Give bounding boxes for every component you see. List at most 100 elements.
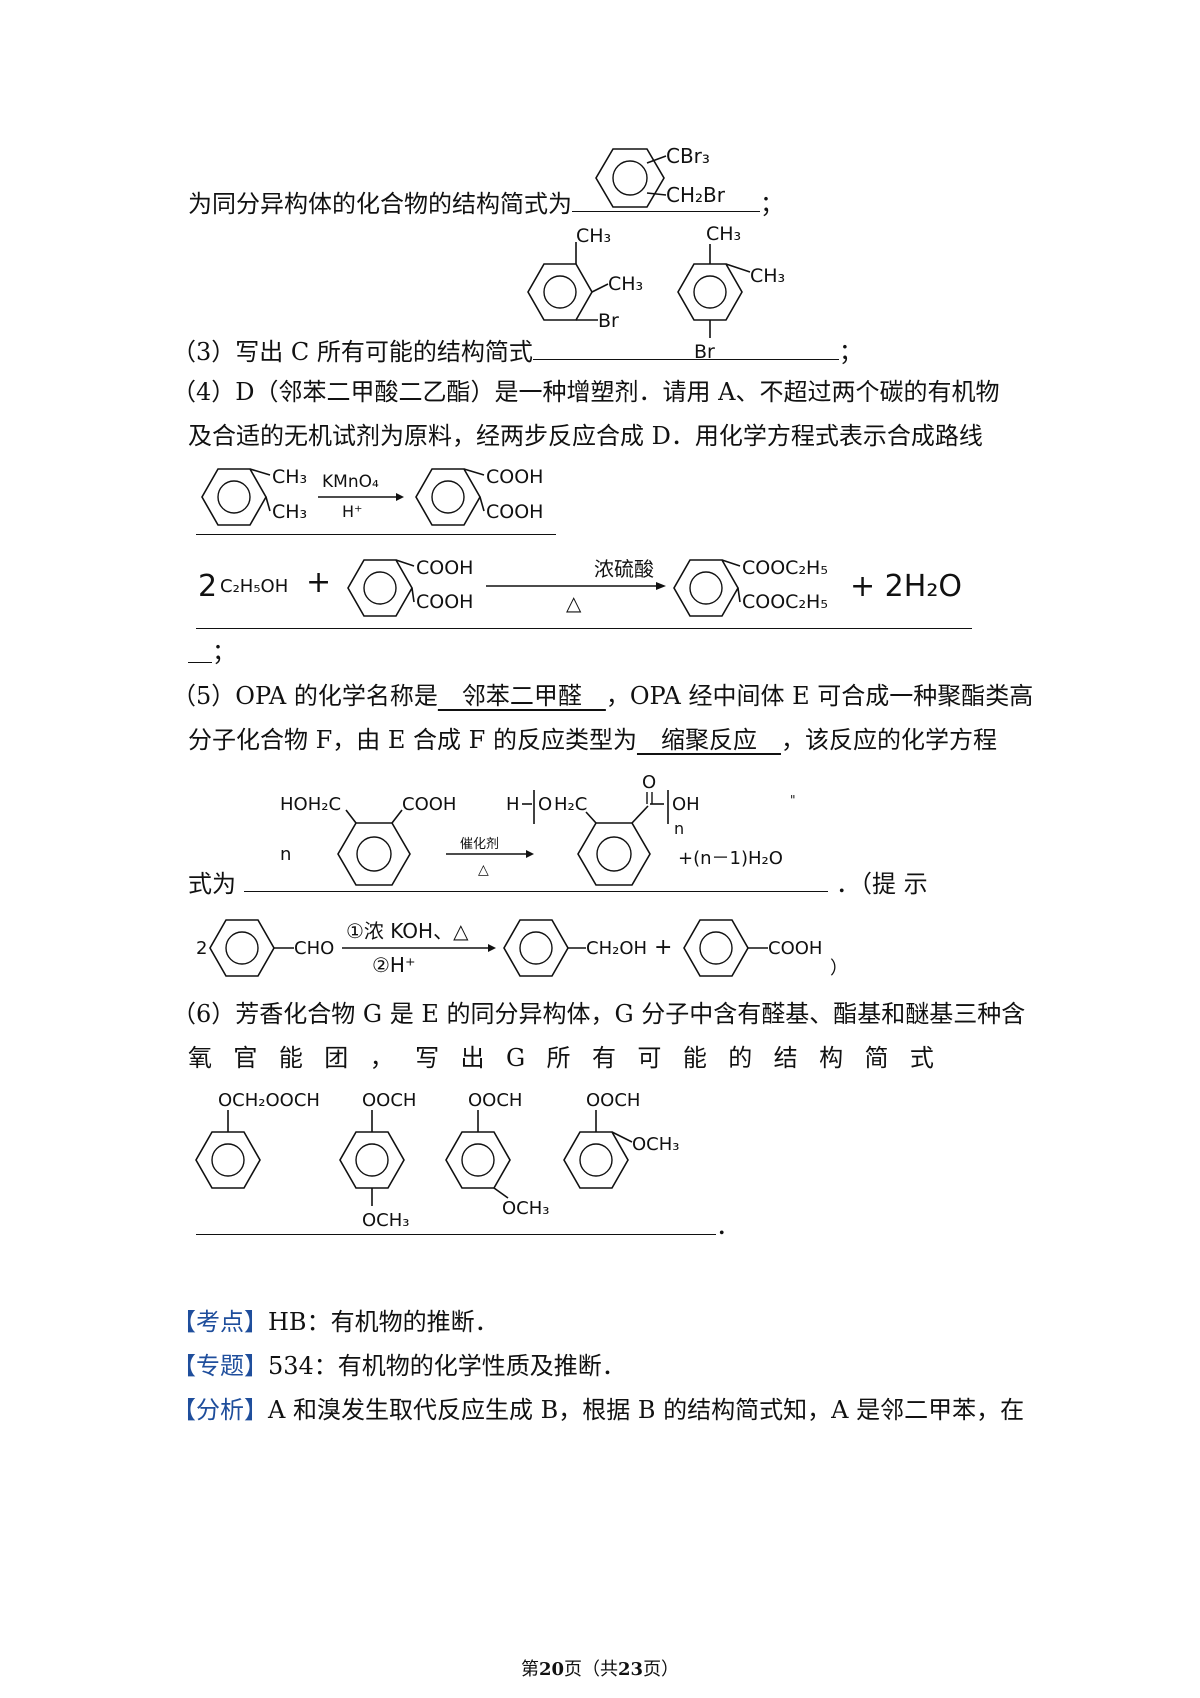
kaodian-line: 【考点】HB：有机物的推断． [172, 1304, 1022, 1340]
q5-eq-water: +(n－1)H₂O [678, 848, 783, 869]
q2-end: ； [760, 190, 784, 218]
hint-ch2oh: CH₂OH [586, 938, 647, 959]
q4-r2-plus: + [306, 565, 331, 600]
footer-page-number: 20 [538, 1659, 564, 1680]
q5-eq-carbonyl-o: O [642, 772, 656, 793]
q5-answer-type: 缩聚反应 [636, 726, 781, 754]
q5-eq-mark: " [790, 793, 796, 807]
q6-char: 构 [819, 1044, 844, 1072]
q4-reaction-2: 2 C₂H₅OH + COOH COOH 浓硫酸 △ COOC₂H₅ COOC₂… [198, 557, 962, 617]
q5-answer-name: 邻苯二甲醛 [437, 682, 606, 710]
q6-s4-right: OCH₃ [632, 1134, 680, 1155]
q4-reaction-1: CH₃ CH₃ KMnO₄ H⁺ COOH COOH [201, 466, 543, 526]
q4-r1-reagent-bottom: H⁺ [342, 502, 362, 521]
q5-eq-cond-top: 催化剂 [460, 837, 499, 852]
q6-char: 氧 [188, 1044, 212, 1072]
q4-r2-cooh-b: COOH [416, 591, 473, 613]
footer-total-pages: 23 [618, 1659, 644, 1680]
q3-answer-structure-1: CH₃ CH₃ Br [527, 225, 643, 332]
q4-r1-ch3-a: CH₃ [272, 466, 307, 488]
fenxi-text: A 和溴发生取代反应生成 B，根据 B 的结构简式知，A 是邻二甲苯，在 [268, 1396, 1025, 1424]
zhuanti-text: 534：有机物的化学性质及推断． [268, 1352, 626, 1380]
q4-r2-water: + 2H₂O [850, 569, 962, 604]
q5-hint: 2 CHO ①浓 KOH、△ ②H⁺ CH₂OH + COOH ） [196, 919, 848, 979]
q4-r2-ethanol: C₂H₅OH [220, 576, 288, 597]
q5-equation: n HOH₂C COOH 催化剂 △ H O H₂C O OH n +(n－1)… [280, 772, 796, 886]
q6-char: 的 [728, 1044, 753, 1072]
q5-line2-post: ，该反应的化学方程 [780, 726, 997, 754]
hint-cond-bottom: ②H⁺ [372, 953, 416, 977]
q5-line3-post: ．（提 示 [836, 870, 928, 898]
q5-eq-cooh: COOH [402, 794, 456, 815]
q2-answer-blank [572, 187, 760, 212]
q6-char: 写 [415, 1044, 440, 1072]
q6-char: 官 [233, 1044, 258, 1072]
q6-char: 能 [682, 1044, 707, 1072]
q5-eq-oh: OH [672, 794, 700, 815]
q6-char: 团 [324, 1044, 349, 1072]
q3-line: （3）写出 C 所有可能的结构简式； [172, 334, 1022, 370]
q6-s3-top: OOCH [468, 1090, 522, 1111]
kaodian-text: HB：有机物的推断． [268, 1308, 499, 1336]
q5-line1: （5）OPA 的化学名称是 邻苯二甲醛 ，OPA 经中间体 E 可合成一种聚酯类… [172, 678, 1033, 714]
q5-line3-pre: 式为 [188, 870, 236, 898]
q5-line3: 式为 ．（提 示 [188, 866, 1038, 902]
q3-s2-ch3-right: CH₃ [750, 265, 785, 287]
sub-ch2br: CH₂Br [666, 183, 726, 207]
q2-answer-structure: CBr₃ CH₂Br [595, 144, 726, 208]
q3-s1-br: Br [598, 310, 619, 332]
hint-coef: 2 [196, 938, 207, 959]
q6-char: 能 [278, 1044, 303, 1072]
q6-s4-top: OOCH [586, 1090, 640, 1111]
q5-line2-pre: 分子化合物 F，由 E 合成 F 的反应类型为 [188, 726, 637, 754]
q4-r1-ch3-b: CH₃ [272, 501, 307, 523]
q4-r1-reagent-top: KMnO₄ [322, 472, 379, 492]
q5-line1-pre: （5）OPA 的化学名称是 [172, 682, 438, 710]
q4-end: ＿； [188, 638, 236, 666]
zhuanti-line: 【专题】534：有机物的化学性质及推断． [172, 1348, 1022, 1384]
q5-line2: 分子化合物 F，由 E 合成 F 的反应类型为 缩聚反应 ，该反应的化学方程 [188, 722, 1038, 758]
footer-pre: 第 [520, 1659, 539, 1680]
sub-cbr3: CBr₃ [666, 144, 710, 168]
q6-char: 结 [773, 1044, 798, 1072]
q5-eq-ch2: H₂C [554, 794, 587, 815]
q4-blank-line-1 [196, 534, 556, 535]
q4-r2-ester-a: COOC₂H₅ [742, 557, 828, 579]
q2-line: 为同分异构体的化合物的结构简式为； [188, 186, 1038, 222]
q3-s2-br: Br [694, 341, 715, 363]
q5-eq-o: O [538, 794, 552, 815]
q6-end: ． [716, 1212, 740, 1240]
q6-line2: 氧 官 能 团 ， 写 出 G 所 有 可 能 的 结 构 简 式 [188, 1040, 934, 1076]
q5-answer-blank [244, 867, 828, 892]
q4-line2: 及合适的无机试剂为原料，经两步反应合成 D．用化学方程式表示合成路线 [188, 422, 983, 450]
q4-r2-cond-top: 浓硫酸 [594, 557, 654, 581]
q6-char: ， [369, 1044, 394, 1072]
q6-char: 出 [460, 1044, 485, 1072]
q5-eq-h: H [506, 794, 520, 815]
q4-r2-cooh-a: COOH [416, 557, 473, 579]
hint-plus: + [654, 935, 672, 960]
q4-blank-line-2 [196, 628, 972, 629]
q5-eq-hoh2c: HOH₂C [280, 794, 341, 815]
q6-s1-sub: OCH₂OOCH [218, 1090, 320, 1111]
fenxi-line: 【分析】A 和溴发生取代反应生成 B，根据 B 的结构简式知，A 是邻二甲苯，在 [172, 1392, 1025, 1428]
q6-structures: OCH₂OOCH OOCH OCH₃ OOCH OCH₃ OOCH OCH₃ [195, 1090, 680, 1231]
q4-r1-cooh-b: COOH [486, 501, 543, 523]
q3-s2-ch3-top: CH₃ [706, 223, 741, 245]
q4-r2-ester-b: COOC₂H₅ [742, 591, 828, 613]
q3-s1-ch3-top: CH₃ [576, 225, 611, 247]
q4-r2-cond-bottom: △ [566, 591, 582, 615]
hint-cooh: COOH [768, 938, 822, 959]
q5-eq-n: n [280, 844, 291, 865]
q5-eq-cond-bottom: △ [478, 862, 489, 878]
q6-char: 式 [909, 1044, 934, 1072]
q3-text: （3）写出 C 所有可能的结构简式 [172, 338, 533, 366]
page-footer: 第20页（共23页） [0, 1658, 1200, 1682]
hint-close: ） [830, 958, 848, 979]
q6-char: 所 [546, 1044, 571, 1072]
q6-char: 有 [591, 1044, 616, 1072]
q6-char: G [505, 1044, 526, 1072]
q6-char: 简 [864, 1044, 889, 1072]
q6-char: 可 [637, 1044, 662, 1072]
zhuanti-tag: 【专题】 [172, 1352, 268, 1380]
